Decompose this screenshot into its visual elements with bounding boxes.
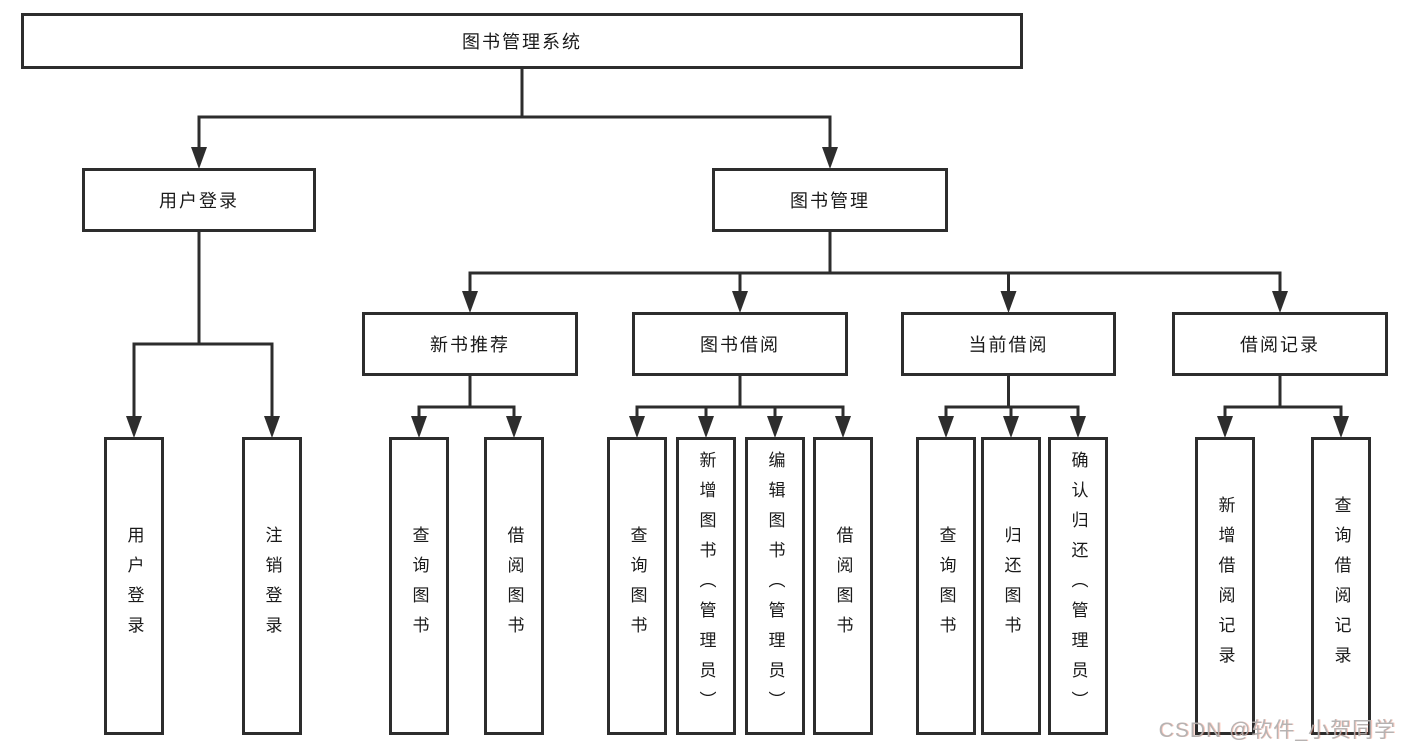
arrowhead-records <box>1272 291 1288 313</box>
node-label: 新增图书（管理员） <box>696 451 716 721</box>
arrowhead-current <box>1000 291 1017 313</box>
node-label: 图书借阅 <box>700 335 780 355</box>
node-mgmt: 图书管理 <box>712 168 948 232</box>
node-cb-return: 归还图书 <box>981 437 1041 735</box>
node-root: 图书管理系统 <box>21 13 1023 69</box>
node-label: 查询图书 <box>409 526 429 646</box>
node-label: 新增借阅记录 <box>1215 496 1235 676</box>
arrowhead-br-add <box>1217 416 1233 438</box>
arrowhead-cb-confirm <box>1070 416 1086 438</box>
arrowhead-cb-query <box>938 416 954 438</box>
arrowhead-login-logout <box>264 416 280 438</box>
node-label: 查询图书 <box>627 526 647 646</box>
node-label: 图书管理系统 <box>462 32 582 52</box>
arrowhead-nb-borrow <box>506 416 522 438</box>
node-label: 查询借阅记录 <box>1331 496 1351 676</box>
node-label: 用户登录 <box>159 191 239 211</box>
arrowhead-br-query <box>1333 416 1349 438</box>
node-bb-borrow: 借阅图书 <box>813 437 873 735</box>
node-nb-query: 查询图书 <box>389 437 449 735</box>
node-label: 借阅图书 <box>833 526 853 646</box>
node-cb-confirm: 确认归还（管理员） <box>1048 437 1108 735</box>
arrowhead-cb-return <box>1003 416 1019 438</box>
node-label: 图书管理 <box>790 191 870 211</box>
node-label: 查询图书 <box>936 526 956 646</box>
arrowhead-bb-borrow <box>835 416 851 438</box>
arrowhead-bb-edit <box>767 416 783 438</box>
node-br-add: 新增借阅记录 <box>1195 437 1255 735</box>
arrowhead-login <box>191 147 207 169</box>
arrowhead-login-user <box>126 416 142 438</box>
arrowhead-mgmt <box>822 147 838 169</box>
node-bb-query: 查询图书 <box>607 437 667 735</box>
node-label: 编辑图书（管理员） <box>765 451 785 721</box>
node-label: 归还图书 <box>1001 526 1021 646</box>
node-login: 用户登录 <box>82 168 316 232</box>
node-bb-edit: 编辑图书（管理员） <box>745 437 805 735</box>
arrowhead-bb-add <box>698 416 714 438</box>
arrowhead-newbooks <box>462 291 478 313</box>
node-cb-query: 查询图书 <box>916 437 976 735</box>
node-label: 新书推荐 <box>430 335 510 355</box>
node-label: 借阅记录 <box>1240 335 1320 355</box>
node-label: 当前借阅 <box>968 335 1049 355</box>
node-records: 借阅记录 <box>1172 312 1388 376</box>
node-newbooks: 新书推荐 <box>362 312 578 376</box>
node-login-logout: 注销登录 <box>242 437 302 735</box>
node-label: 用户登录 <box>124 526 144 646</box>
arrowhead-bb-query <box>629 416 645 438</box>
node-borrow: 图书借阅 <box>632 312 848 376</box>
arrowhead-nb-query <box>411 416 427 438</box>
node-label: 注销登录 <box>262 526 282 646</box>
arrowhead-borrow <box>732 291 748 313</box>
node-current: 当前借阅 <box>901 312 1116 376</box>
node-label: 确认归还（管理员） <box>1068 451 1088 721</box>
node-login-user: 用户登录 <box>104 437 164 735</box>
node-nb-borrow: 借阅图书 <box>484 437 544 735</box>
node-label: 借阅图书 <box>504 526 524 646</box>
node-bb-add: 新增图书（管理员） <box>676 437 736 735</box>
node-br-query: 查询借阅记录 <box>1311 437 1371 735</box>
